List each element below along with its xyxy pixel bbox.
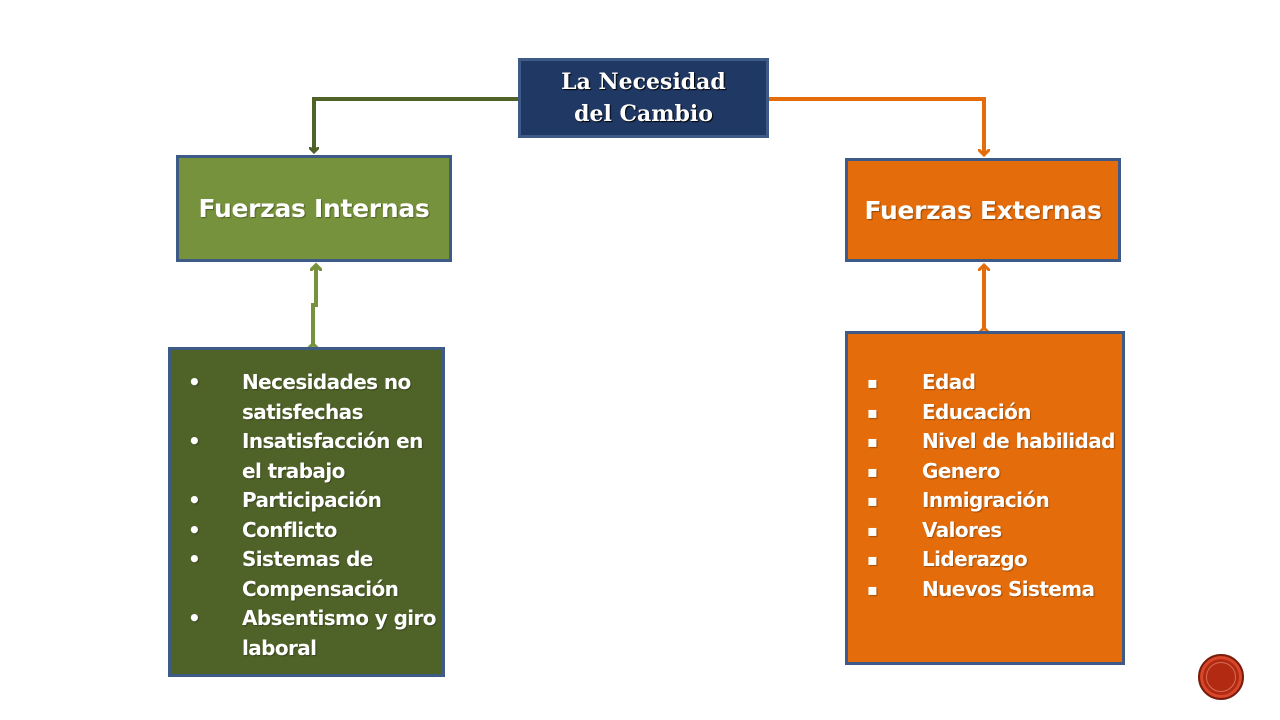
list-item: Absentismo y giro laboral	[185, 604, 441, 663]
fuerzas-externas-title: Fuerzas Externas	[864, 195, 1102, 225]
list-item: Valores	[865, 516, 1123, 546]
red-circle-nav-icon[interactable]	[1198, 654, 1244, 700]
fuerzas-internas-title: Fuerzas Internas	[198, 194, 430, 223]
arrow-internas-to-list	[313, 265, 316, 344]
list-item: Inmigración	[865, 486, 1123, 516]
list-item: Conflicto	[185, 516, 441, 546]
internas-list: Necesidades no satisfechas Insatisfacció…	[185, 368, 441, 663]
externas-list-box: Edad Educación Nivel de habilidad Genero…	[845, 331, 1125, 665]
list-item: Liderazgo	[865, 545, 1123, 575]
arrow-top-to-externas	[769, 97, 984, 155]
list-item: Genero	[865, 457, 1123, 487]
internas-list-box: Necesidades no satisfechas Insatisfacció…	[168, 347, 445, 677]
list-item: Participación	[185, 486, 441, 516]
list-item: Sistemas de Compensación	[185, 545, 441, 604]
top-node-necesidad-cambio: La Necesidad del Cambio	[518, 58, 769, 138]
list-item: Educación	[865, 398, 1123, 428]
list-item: Edad	[865, 368, 1123, 398]
list-item: Insatisfacción en el trabajo	[185, 427, 441, 486]
list-item: Nuevos Sistema	[865, 575, 1123, 605]
externas-list: Edad Educación Nivel de habilidad Genero…	[865, 368, 1123, 604]
arrow-top-to-internas	[314, 97, 518, 152]
list-item: Nivel de habilidad	[865, 427, 1123, 457]
list-item: Necesidades no satisfechas	[185, 368, 441, 427]
top-node-label: La Necesidad del Cambio	[561, 69, 726, 127]
node-fuerzas-internas: Fuerzas Internas	[176, 155, 452, 262]
node-fuerzas-externas: Fuerzas Externas	[845, 158, 1121, 262]
